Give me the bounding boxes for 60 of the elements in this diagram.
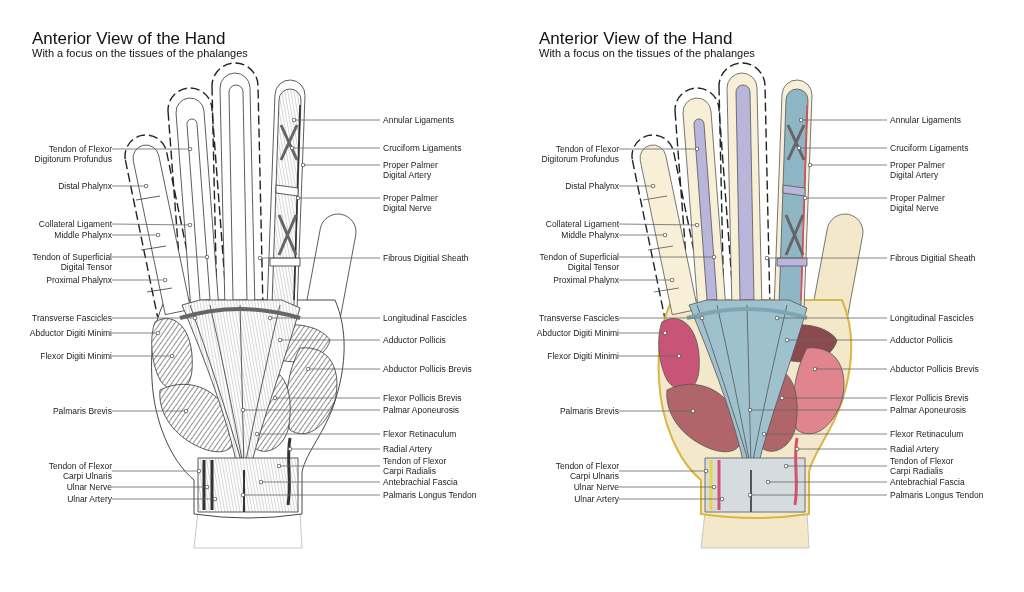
- anatomy-label: Annular Ligaments: [383, 115, 454, 125]
- title: Anterior View of the Hand: [539, 29, 733, 49]
- anatomy-label: Adductor Pollicis: [383, 335, 446, 345]
- anatomy-label: Cruciform Ligaments: [890, 143, 969, 153]
- anatomy-label: Cruciform Ligaments: [383, 143, 462, 153]
- anatomy-label: Longitudinal Fascicles: [383, 313, 467, 323]
- anatomy-label: Radial Artery: [383, 444, 432, 454]
- anatomy-label: Abductor Digiti Minimi: [29, 328, 112, 338]
- anatomy-label: Proximal Phalynx: [46, 275, 112, 285]
- anatomy-label: Abductor Pollicis Brevis: [890, 364, 979, 374]
- anatomy-label: Tendon of Flexor Carpi Ulnaris: [47, 461, 112, 481]
- anatomy-label: Palmaris Brevis: [559, 406, 619, 416]
- anatomy-label: Flexor Digiti Minimi: [547, 351, 619, 361]
- anatomy-label: Abductor Pollicis Brevis: [383, 364, 472, 374]
- anatomy-label: Fibrous Digitial Sheath: [890, 253, 976, 263]
- anatomy-label: Distal Phalynx: [565, 181, 619, 191]
- anatomy-label: Flexor Retinaculum: [890, 429, 964, 439]
- anatomy-label: Antebrachial Fascia: [890, 477, 965, 487]
- anatomy-label: Abductor Digiti Minimi: [536, 328, 619, 338]
- anatomy-label: Collateral Ligament: [38, 219, 112, 229]
- anatomy-label: Flexor Digiti Minimi: [40, 351, 112, 361]
- anatomy-label: Palmaris Brevis: [52, 406, 112, 416]
- anatomy-label: Proper Palmer Digital Nerve: [890, 193, 946, 213]
- anatomy-label: Tendon of Flexor Carpi Radialis: [890, 456, 955, 476]
- anatomy-label: Middle Phalynx: [54, 230, 112, 240]
- anatomy-label: Flexor Pollicis Brevis: [890, 393, 969, 403]
- title: Anterior View of the Hand: [32, 29, 226, 49]
- anatomy-label: Tendon of Flexor Digitorum Profundus: [33, 144, 112, 164]
- anatomy-label: Longitudinal Fascicles: [890, 313, 974, 323]
- anatomy-label: Middle Phalynx: [561, 230, 619, 240]
- anatomy-label: Fibrous Digitial Sheath: [383, 253, 469, 263]
- anatomy-label: Transverse Fascicles: [539, 313, 619, 323]
- anatomy-label: Palmaris Longus Tendon: [383, 490, 477, 500]
- anatomy-label: Distal Phalynx: [58, 181, 112, 191]
- anatomy-label: Adductor Pollicis: [890, 335, 953, 345]
- anatomy-label: Annular Ligaments: [890, 115, 961, 125]
- anatomy-label: Antebrachial Fascia: [383, 477, 458, 487]
- anatomy-label: Proper Palmer Digital Artery: [890, 160, 946, 180]
- anatomy-label: Palmar Aponeurosis: [383, 405, 460, 415]
- anatomy-label: Transverse Fascicles: [32, 313, 112, 323]
- anatomy-label: Flexor Retinaculum: [383, 429, 457, 439]
- anatomy-label: Proper Palmer Digital Nerve: [383, 193, 439, 213]
- anatomy-label: Ulnar Artery: [574, 494, 619, 504]
- anatomy-label: Tendon of Flexor Carpi Ulnaris: [554, 461, 619, 481]
- anatomy-label: Flexor Pollicis Brevis: [383, 393, 462, 403]
- anatomy-label: Proximal Phalynx: [553, 275, 619, 285]
- anatomy-label: Radial Artery: [890, 444, 939, 454]
- subtitle: With a focus on the tissues of the phalanges: [539, 47, 755, 59]
- anatomy-label: Ulnar Nerve: [573, 482, 619, 492]
- anatomy-label: Palmaris Longus Tendon: [890, 490, 984, 500]
- anatomy-label: Palmar Aponeurosis: [890, 405, 967, 415]
- anatomy-label: Tendon of Flexor Carpi Radialis: [383, 456, 448, 476]
- anatomy-label: Ulnar Nerve: [66, 482, 112, 492]
- anatomy-label: Tendon of Superficial Digital Tensor: [538, 252, 619, 272]
- anatomy-label: Proper Palmer Digital Artery: [383, 160, 439, 180]
- anatomy-label: Tendon of Flexor Digitorum Profundus: [540, 144, 619, 164]
- anatomy-label: Tendon of Superficial Digital Tensor: [31, 252, 112, 272]
- anatomy-label: Collateral Ligament: [545, 219, 619, 229]
- subtitle: With a focus on the tissues of the phalanges: [32, 47, 248, 59]
- anatomy-label: Ulnar Artery: [67, 494, 112, 504]
